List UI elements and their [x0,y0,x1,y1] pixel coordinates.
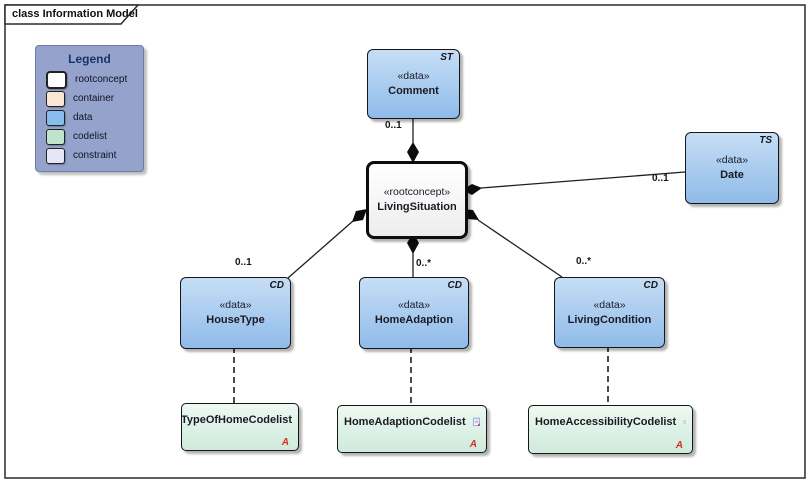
node-livingcondition[interactable]: CD «data» LivingCondition [554,277,665,348]
codelist-typeofhome[interactable]: TypeOfHomeCodelist A [181,403,299,451]
codelist-name: HomeAccessibilityCodelist [535,415,677,428]
type-letter: CD [643,280,658,291]
stereotype: «data» [397,299,431,311]
frame-tab [4,4,140,25]
edge-homeadaption-livingsituation[interactable] [407,233,419,277]
node-name: HouseType [206,314,265,326]
diagram-title: class Information Model [12,8,138,20]
legend-item-label: rootconcept [75,74,128,85]
type-letter: CD [447,280,462,291]
legend-item-codelist: codelist [36,127,143,146]
type-letter: ST [440,52,453,63]
codelist-homeadaption[interactable]: HomeAdaptionCodelist A [337,405,487,453]
node-livingsituation[interactable]: «rootconcept» LivingSituation [366,161,468,239]
legend-item-constraint: constraint [36,146,143,165]
stereotype: «data» [715,154,749,166]
legend-item-rootconcept: rootconcept [36,70,143,89]
codelist-swatch [46,128,65,145]
legend-item-label: constraint [73,150,117,161]
multiplicity-comment: 0..1 [385,120,402,131]
legend-item-data: data [36,108,143,127]
codelist-homeaccessibility[interactable]: HomeAccessibilityCodelist A [528,405,693,454]
node-name: Date [720,169,744,181]
legend-item-label: codelist [73,131,107,142]
multiplicity-date: 0..1 [652,173,669,184]
artifact-marker: A [675,440,683,451]
container-swatch [46,90,65,107]
node-name: LivingSituation [377,201,457,213]
legend-title: Legend [68,52,111,66]
node-housetype[interactable]: CD «data» HouseType [180,277,291,349]
type-letter: TS [759,135,772,146]
stereotype: «data» [219,299,252,311]
artifact-marker: A [281,437,289,448]
multiplicity-homeadaption: 0..* [416,258,432,269]
data-swatch [46,109,65,126]
artifact-document-icon [472,417,480,426]
node-date[interactable]: TS «data» Date [685,132,779,204]
stereotype: «data» [593,298,626,311]
multiplicity-housetype: 0..1 [235,257,252,268]
codelist-name: TypeOfHomeCodelist [180,413,293,426]
constraint-swatch [46,147,65,164]
node-name: HomeAdaption [374,314,454,326]
multiplicity-livingcondition: 0..* [576,256,592,267]
codelist-name: HomeAdaptionCodelist [344,415,466,428]
type-letter: CD [269,280,284,291]
stereotype: «data» [397,70,430,82]
node-name: LivingCondition [567,313,652,326]
legend-item-label: data [73,112,93,123]
node-comment[interactable]: ST «data» Comment [367,49,460,119]
legend[interactable]: Legend rootconcept container data codeli… [35,45,144,172]
legend-item-label: container [73,93,115,104]
edge-comment-livingsituation[interactable] [407,117,419,163]
artifact-document-icon [683,420,686,424]
stereotype: «rootconcept» [383,186,451,198]
node-homeadaption[interactable]: CD «data» HomeAdaption [359,277,469,349]
artifact-marker: A [469,439,477,450]
edge-livingcondition-livingsituation[interactable] [462,209,563,278]
node-name: Comment [388,85,439,97]
edge-housetype-livingsituation[interactable] [287,209,367,279]
legend-item-container: container [36,89,143,108]
diagram-frame-border [4,4,806,479]
rootconcept-swatch [46,70,67,89]
